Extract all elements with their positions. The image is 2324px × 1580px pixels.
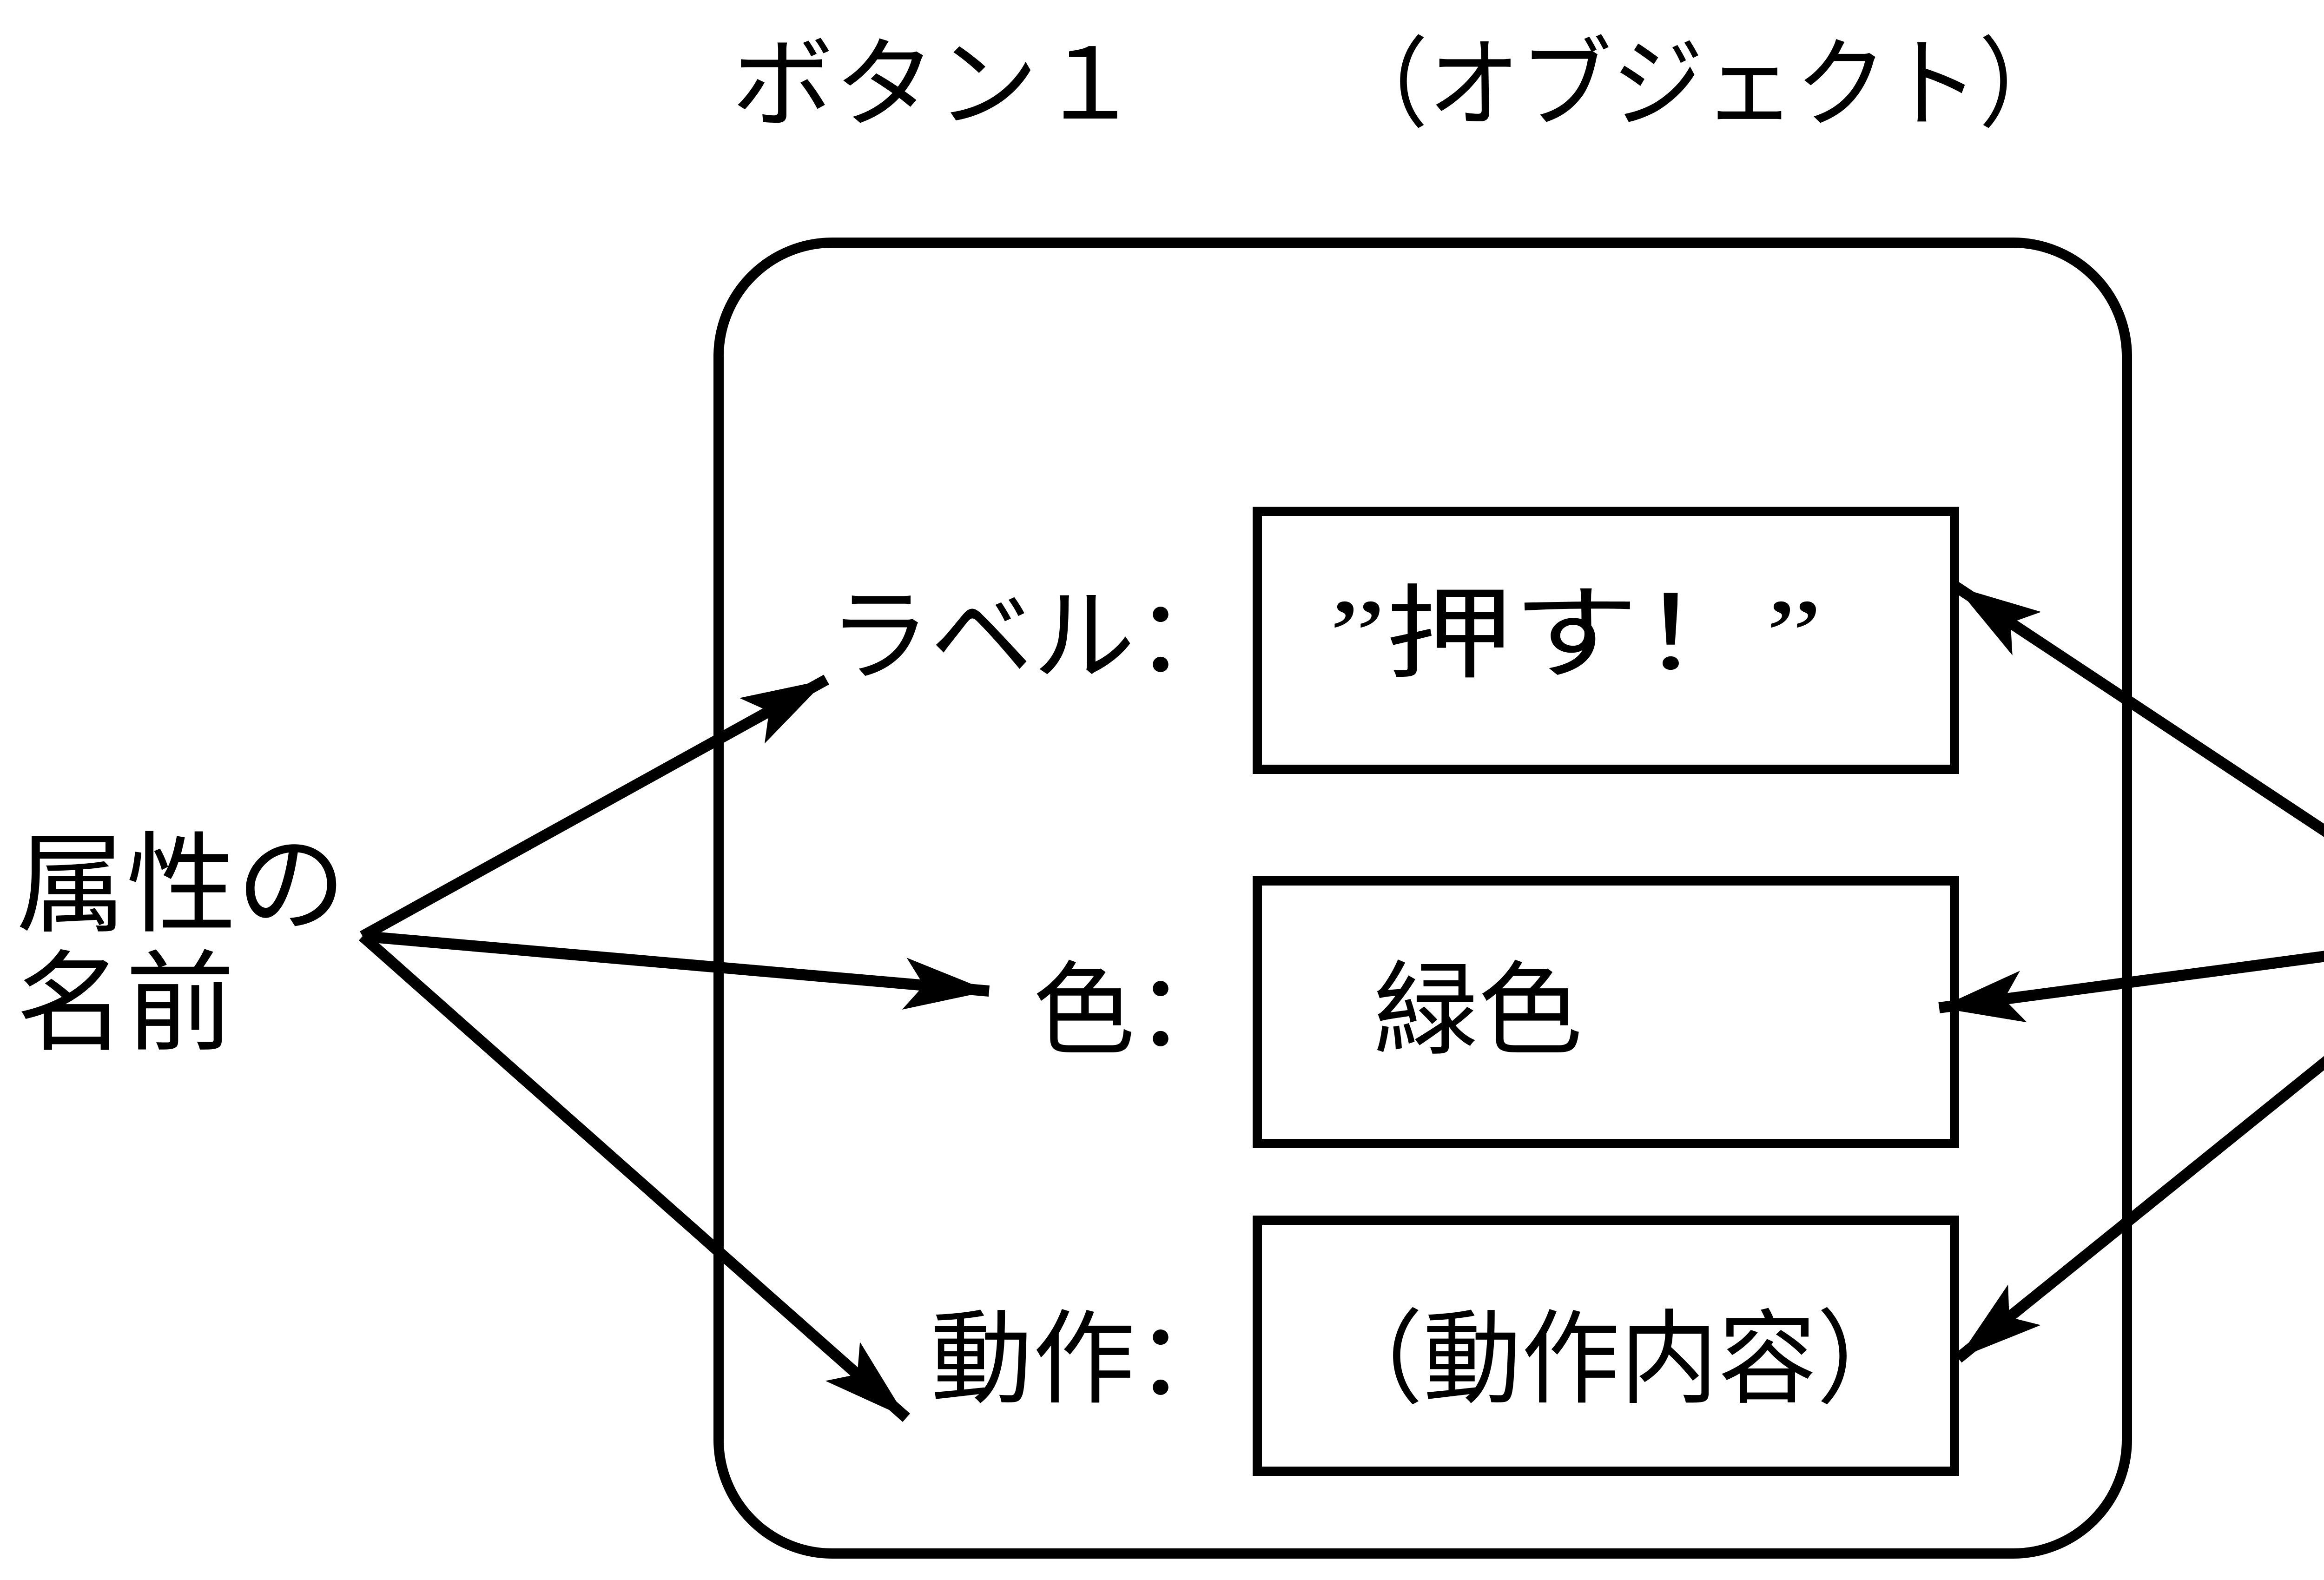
attribute-value-label: ”押す！”	[1329, 578, 1822, 692]
attribute-name-label: ラベル：	[828, 581, 1237, 694]
arrow-values-to-label-box	[1953, 582, 2324, 837]
attribute-value-color: 緑色	[1373, 955, 1583, 1068]
caption-attribute-names-line1: 属性の	[16, 826, 346, 946]
attribute-name-action: 動作：	[931, 1303, 1237, 1417]
arrow-names-to-action-row	[359, 932, 910, 1422]
arrow-names-to-color-row	[362, 931, 990, 1010]
attribute-value-action: （動作内容）	[1325, 1303, 1915, 1417]
title-object-name: ボタン１	[732, 31, 1141, 140]
arrow-values-to-color-box	[1938, 951, 2324, 1023]
arrow-values-to-action-box	[1954, 1056, 2324, 1363]
arrow-names-to-label-row	[360, 674, 829, 941]
value-box-action	[1253, 1216, 1959, 1476]
title-annotation: （オブジェクト）	[1336, 31, 2071, 140]
attribute-name-color: 色：	[1033, 955, 1237, 1068]
value-box-color	[1253, 876, 1959, 1148]
caption-attribute-names-line2: 名前	[16, 944, 235, 1065]
value-box-label	[1253, 507, 1959, 774]
